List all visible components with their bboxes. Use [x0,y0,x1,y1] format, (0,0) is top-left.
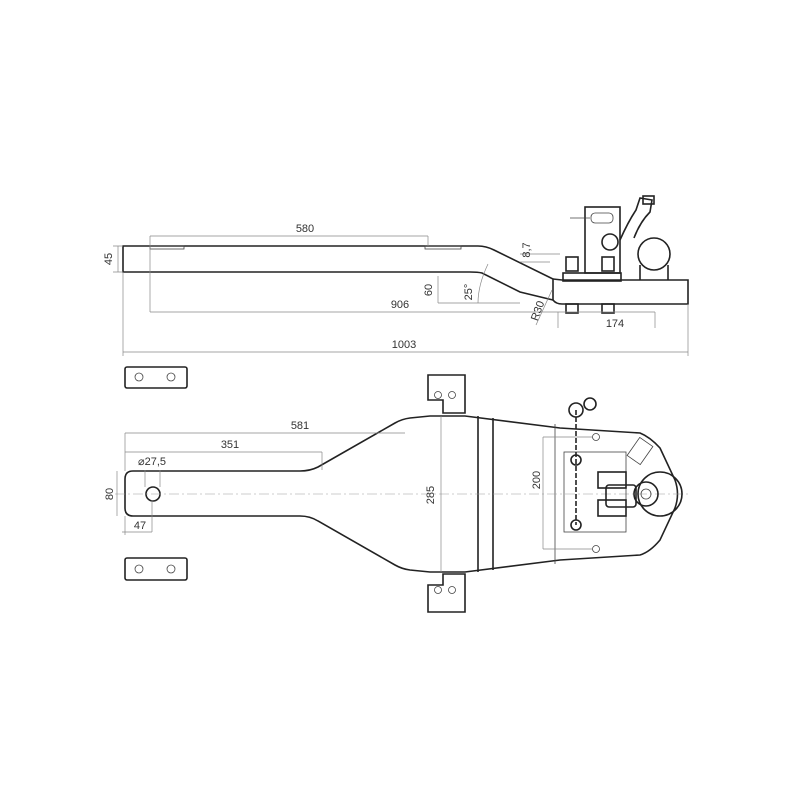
drawbar-top [124,415,679,573]
tab-bottom [427,573,466,613]
dim-label-285: 285 [425,486,437,504]
dim-label-580: 580 [296,223,314,235]
top-view: 581 351 ⌀27,5 80 47 285 200 [104,366,690,613]
jaw-arm [597,471,627,489]
dim-60 [437,276,520,304]
dim-label-60: 60 [423,284,435,296]
dim-hole [144,470,161,487]
ball-nut [633,481,659,507]
jaw-body [605,484,637,508]
bolt-1 [565,256,579,272]
plate-hole [166,372,176,382]
loose-plate-bottom [124,557,188,581]
bolt-2-nut [601,303,615,314]
jaw-arm [597,499,627,517]
tab-hole [448,391,456,399]
dim-580 [149,235,429,312]
mount-base [552,278,689,305]
dim-1003 [122,272,689,356]
chain-ring [568,402,584,418]
dim-label-thickness: 8,7 [521,242,533,257]
chain-link [570,454,582,466]
jaw-pin [642,195,655,205]
bolt-1-nut [565,303,579,314]
dim-label-radius: R30 [529,299,547,322]
dim-label-351: 351 [221,439,239,451]
dim-351 [125,451,323,470]
coupling-mount-plate [563,451,627,533]
dim-angle [477,263,489,304]
dim-47 [122,500,153,535]
safety-pin-top [583,397,597,411]
chain-link [570,519,582,531]
dim-906 [150,311,656,328]
tab-hole [434,586,442,594]
dim-45 [113,245,123,273]
dim-label-1003: 1003 [392,339,416,351]
tab-hole [448,586,456,594]
plate-hole [134,372,144,382]
dim-label-906: 906 [391,299,409,311]
drawbar-side [122,245,554,302]
coupling-ball-top [637,471,683,517]
plate-hole [134,564,144,574]
dim-label-47: 47 [134,520,146,532]
dim-label-angle: 25° [463,284,475,301]
dim-label-174: 174 [606,318,624,330]
side-view: 45 580 906 1003 60 25° 8,7 R30 174 [103,195,689,356]
tab-hole [434,391,442,399]
ball-center [640,488,652,500]
mount-hole [592,433,600,441]
dim-200 [542,436,592,550]
dim-label-581: 581 [291,420,309,432]
loose-plate-top [124,366,188,389]
coupling-jaw [619,197,653,241]
slot-right [424,245,462,250]
dim-radius [535,289,553,326]
bolt-2 [601,256,615,272]
dim-label-45: 45 [103,253,115,265]
ball-neck [639,265,669,280]
label-plate [626,436,654,466]
bracket-slot [590,212,614,224]
dim-label-200: 200 [531,471,543,489]
dim-label-80: 80 [104,488,116,500]
coupling-ball [637,237,671,271]
plate-hole [166,564,176,574]
dim-thickness [520,253,560,263]
tab-top [427,374,466,414]
nut [601,233,619,251]
mount-hole [592,545,600,553]
dim-label-hole: ⌀27,5 [138,456,166,468]
